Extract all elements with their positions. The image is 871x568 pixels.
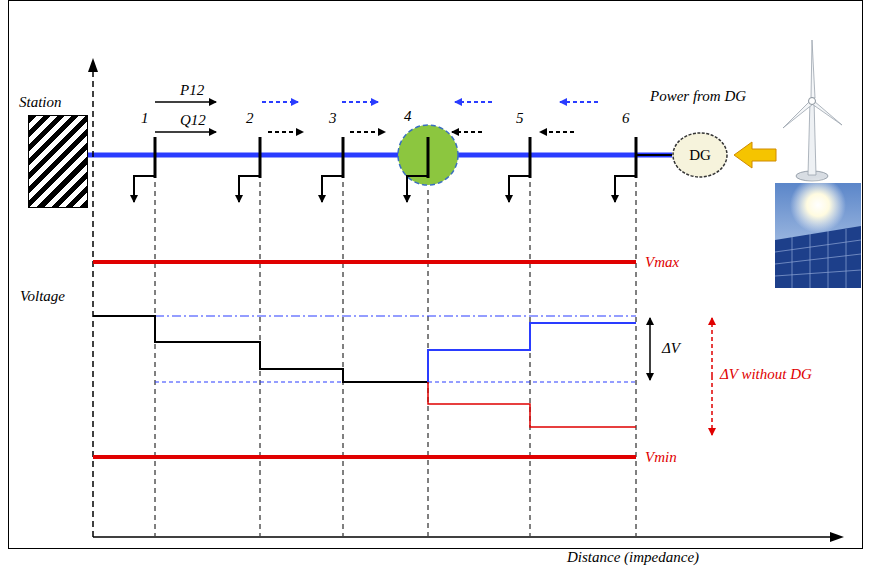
delta-arrow [649,318,651,349]
distance-axis [93,536,830,538]
power-arrow [155,101,216,103]
axis-arrowhead [830,532,844,542]
bus-number: 2 [246,110,254,127]
load-taps [134,176,636,202]
station-label: Station [19,94,62,111]
solar-panel [775,177,861,288]
bus-number: 5 [516,110,524,127]
limit-label: Vmin [645,449,677,466]
voltage-axis [92,72,94,537]
axis-label: Voltage [20,288,65,305]
bus-bars [155,137,636,178]
substation-box: Station [28,115,88,208]
feeder-line [88,153,672,158]
bus-number: 3 [329,110,337,127]
dg-circle: DG [672,132,728,178]
delta-label: ΔV without DG [720,366,812,383]
bus-number: 6 [622,110,630,127]
upper-band [155,315,636,316]
dg-flow-arrows [262,101,598,103]
energy-arrow [734,142,776,168]
dg-link [636,154,672,156]
flow-note: Power from DG [650,88,746,105]
bus-number: 4 [404,108,412,125]
bus-projections [155,182,636,536]
wind-turbine [783,40,842,181]
axis-arrowhead [88,58,98,72]
voltage-profile [93,316,428,382]
delta-arrow [649,349,651,380]
dg-text-holder: DG [672,132,728,178]
delta-label: ΔV [662,340,680,357]
frame [9,1,863,549]
voltage-profile-without-dg [428,382,636,427]
voltage-collision-zone [398,125,458,185]
vmin-line [93,455,636,459]
delta-arrow [711,376,713,435]
limit-label: Vmax [645,254,679,271]
dg-label: DG [689,147,711,164]
flow-label: Q12 [180,112,206,129]
delta-arrow [711,318,713,376]
vmax-line [93,260,636,264]
voltage-profile-with-dg [428,323,636,382]
power-arrow [155,131,216,133]
reactive-flow-arrows [268,131,574,133]
axis-label: Distance (impedance) [567,549,699,566]
bus-number: 1 [141,110,149,127]
flow-label: P12 [180,82,204,99]
lower-band [155,381,636,382]
